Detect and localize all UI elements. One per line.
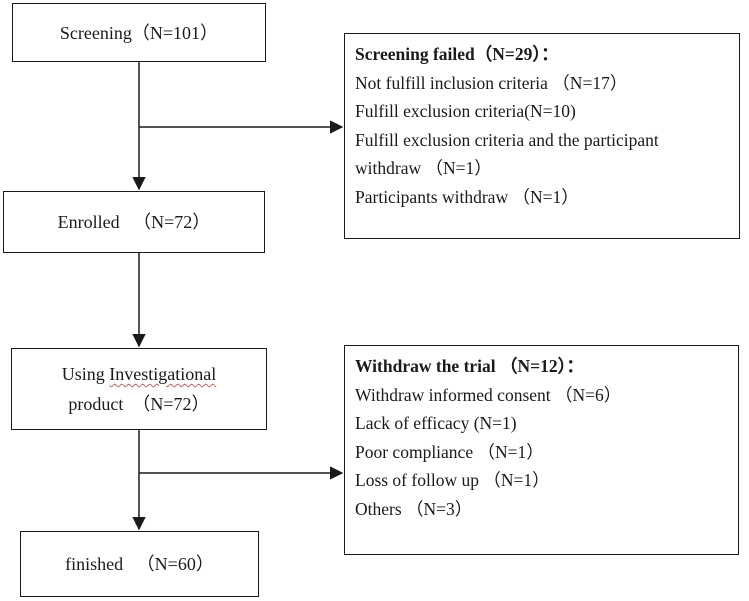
using-label-start: Using [61, 364, 110, 384]
withdraw-trial-box: Withdraw the trial （N=12）： Withdraw info… [344, 345, 739, 555]
using-label-investigational: Investigational [109, 364, 217, 384]
screening-failed-item: Not fulfill inclusion criteria （N=17） [355, 72, 628, 93]
withdraw-trial-item: Poor compliance （N=1） [355, 441, 544, 462]
screening-failed-box: Screening failed（N=29）： Not fulfill incl… [344, 33, 740, 239]
withdraw-trial-item: Others （N=3） [355, 498, 473, 519]
withdraw-trial-item: Withdraw informed consent （N=6） [355, 384, 622, 405]
finished-box: finished （N=60） [20, 531, 259, 597]
using-label-product: product [68, 394, 124, 414]
finished-label: finished [65, 554, 124, 574]
withdraw-trial-item: Lack of efficacy (N=1) [355, 413, 517, 433]
enrolled-box: Enrolled （N=72） [3, 191, 265, 253]
finished-count: （N=60） [136, 554, 214, 574]
screening-box: Screening（N=101） [12, 3, 266, 62]
using-investigational-product-box: Using Investigational product （N=72） [11, 348, 267, 430]
screening-count: （N=101） [131, 22, 219, 43]
screening-failed-item: Fulfill exclusion criteria and the parti… [355, 129, 659, 179]
withdraw-trial-heading: Withdraw the trial （N=12）： [355, 356, 584, 376]
withdraw-trial-item: Loss of follow up （N=1） [355, 470, 550, 490]
screening-label: Screening [59, 22, 132, 43]
using-count: （N=72） [132, 394, 210, 414]
screening-failed-item: Fulfill exclusion criteria(N=10) [355, 101, 576, 121]
screening-failed-heading: Screening failed（N=29）： [355, 44, 559, 64]
screening-failed-item: Participants withdraw （N=1） [355, 186, 579, 207]
enrolled-count: （N=72） [133, 212, 211, 232]
enrolled-label: Enrolled [57, 212, 120, 232]
